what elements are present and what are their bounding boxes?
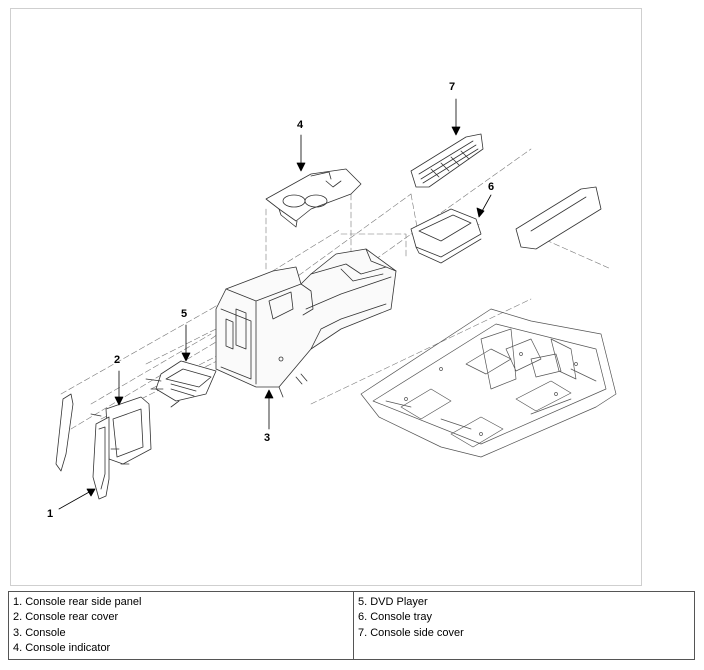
legend-item: 2. Console rear cover [13,611,119,624]
console-rear-side-panel [55,393,110,500]
console-side-cover-top [410,133,484,188]
legend-item: 6. Console tray [358,611,432,624]
callout-1: 1 [47,508,54,520]
callout-2: 2 [114,354,121,366]
callout-6: 6 [488,181,495,193]
callout-3: 3 [264,432,271,444]
console-body [215,248,397,398]
console-indicator [265,168,362,228]
legend-left-column: 1. Console rear side panel 2. Console re… [9,592,354,659]
floor-pan [360,308,617,458]
legend-right-column: 5. DVD Player 6. Console tray 7. Console… [354,592,694,659]
callout-7: 7 [449,81,456,93]
diagram-drawing [55,98,617,510]
legend-item: 7. Console side cover [358,626,464,639]
legend-item: 1. Console rear side panel [13,596,142,608]
console-side-cover-right [515,186,602,250]
dvd-player [145,360,217,408]
leader-lines [58,98,492,510]
legend-item: 4. Console indicator [13,642,111,655]
parts-legend: 1. Console rear side panel 2. Console re… [8,591,695,660]
legend-item: 5. DVD Player [358,596,428,608]
console-tray [410,208,482,264]
callout-5: 5 [181,308,188,320]
legend-item: 3. Console [13,626,66,639]
callout-4: 4 [297,119,304,131]
exploded-diagram: 7 4 6 5 2 3 1 [10,8,642,586]
